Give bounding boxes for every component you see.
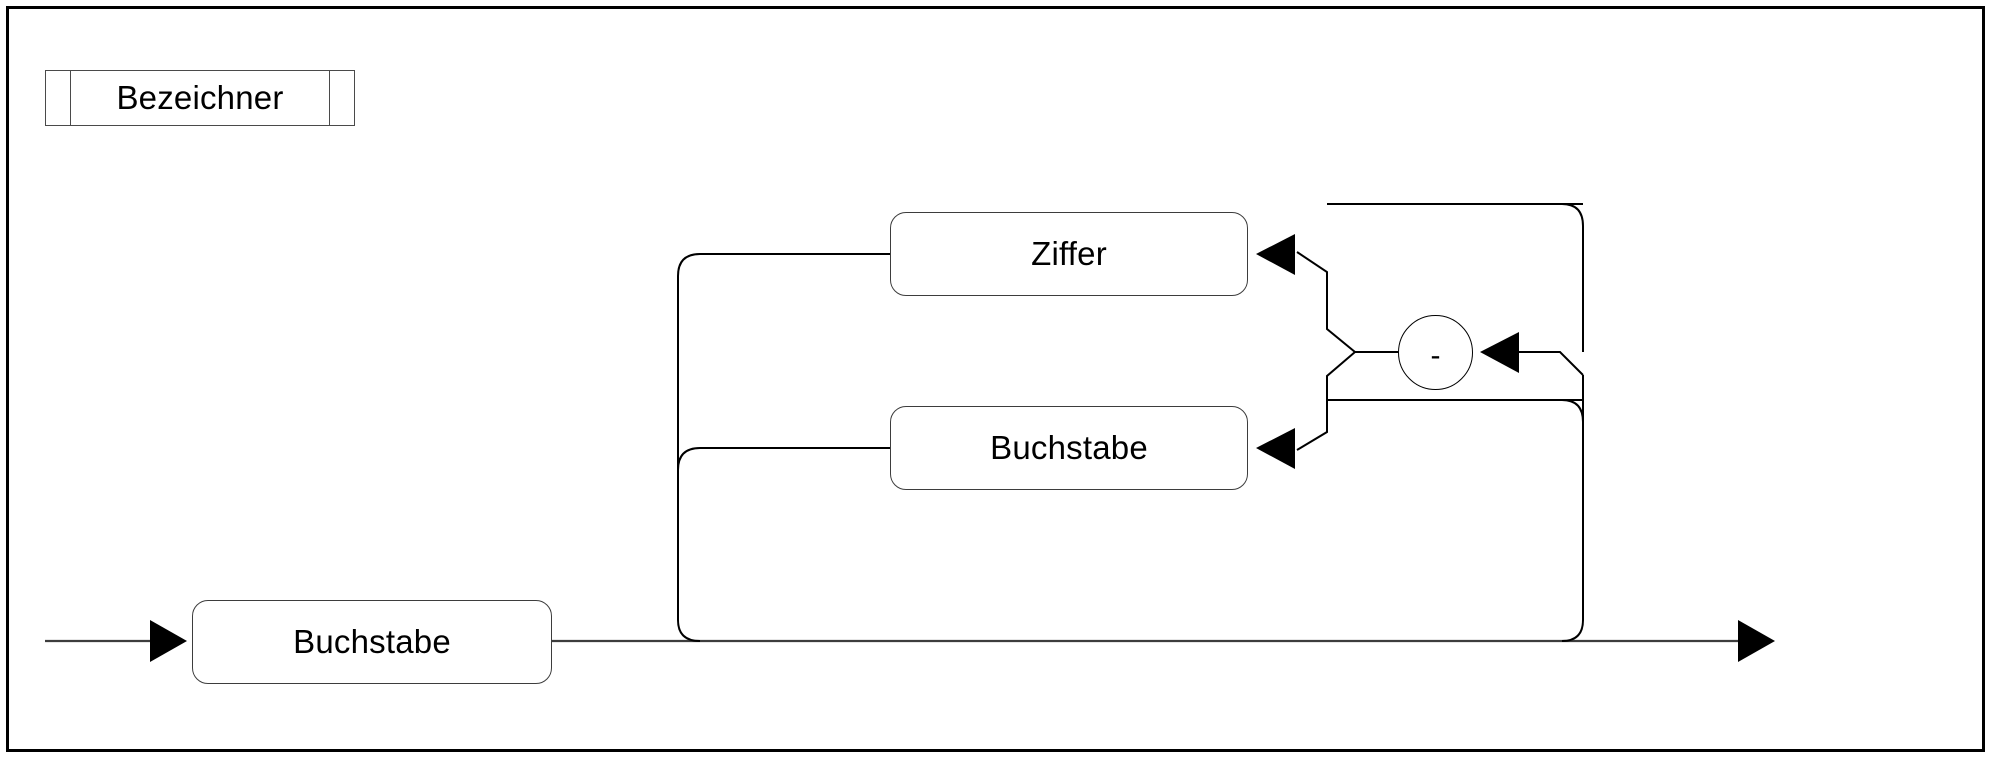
title-box-left-tick	[70, 71, 71, 125]
terminal-label: -	[1430, 338, 1441, 372]
nonterminal-ziffer[interactable]: Ziffer	[890, 212, 1248, 296]
nonterminal-label: Buchstabe	[990, 429, 1148, 466]
nonterminal-buchstabe-loop[interactable]: Buchstabe	[890, 406, 1248, 490]
page-title: Bezeichner	[116, 79, 284, 116]
terminal-dash-circle[interactable]: -	[1398, 315, 1473, 390]
production-title-box: Bezeichner	[45, 70, 355, 126]
title-box-right-tick	[329, 71, 330, 125]
nonterminal-label: Buchstabe	[293, 623, 451, 660]
nonterminal-label: Ziffer	[1031, 235, 1107, 272]
nonterminal-buchstabe-main[interactable]: Buchstabe	[192, 600, 552, 684]
